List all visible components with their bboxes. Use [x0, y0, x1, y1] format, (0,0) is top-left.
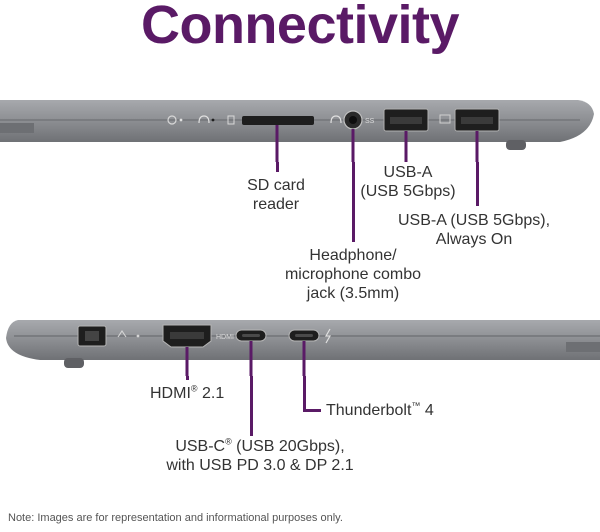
hdmi-mark: HDMI	[216, 334, 234, 341]
rubber-foot	[64, 358, 84, 368]
status-led	[179, 118, 183, 122]
usb-ss-icon-2	[439, 114, 451, 124]
rubber-foot	[506, 140, 526, 150]
vent-grille	[0, 123, 34, 133]
label-usb-a-always-on: USB-A (USB 5Gbps), Always On	[397, 212, 551, 248]
sd-icon	[227, 115, 235, 125]
power-icon	[117, 330, 127, 338]
headphone-icon	[330, 115, 342, 124]
headset-icon	[198, 115, 210, 124]
label-headphone-jack: Headphone/ microphone combo jack (3.5mm)	[284, 247, 422, 302]
status-led-2	[211, 118, 215, 122]
label-usb-a: USB-A (USB 5Gbps)	[360, 164, 456, 200]
sd-card-slot	[242, 116, 314, 125]
callout-line-usb-a-always-on-ext	[475, 162, 479, 206]
usb-ss-icon: SS	[365, 118, 375, 125]
label-thunderbolt: Thunderbolt™ 4	[326, 400, 434, 419]
callout-line-thunderbolt-ext	[302, 376, 306, 412]
callout-line-hdmi-ext	[185, 376, 189, 380]
status-led	[136, 334, 140, 338]
label-sd-card-reader: SD card reader	[247, 177, 305, 213]
callout-line-headphone-ext	[351, 162, 355, 242]
callout-line-thunderbolt-elbow	[302, 409, 321, 412]
label-usb-c: USB-C® (USB 20Gbps), with USB PD 3.0 & D…	[166, 436, 354, 474]
disclaimer-note: Note: Images are for representation and …	[8, 512, 343, 524]
callout-line-sd-ext	[275, 162, 279, 172]
laptop-side-bottom: HDMI	[6, 320, 600, 376]
callout-line-usb-c-ext	[249, 376, 253, 436]
power-icon	[167, 115, 177, 125]
vent-grille	[566, 342, 600, 352]
page-title: Connectivity	[140, 0, 460, 55]
laptop-side-top: SS	[0, 100, 594, 162]
thunderbolt-icon	[324, 328, 332, 344]
label-hdmi: HDMI® 2.1	[150, 383, 225, 402]
